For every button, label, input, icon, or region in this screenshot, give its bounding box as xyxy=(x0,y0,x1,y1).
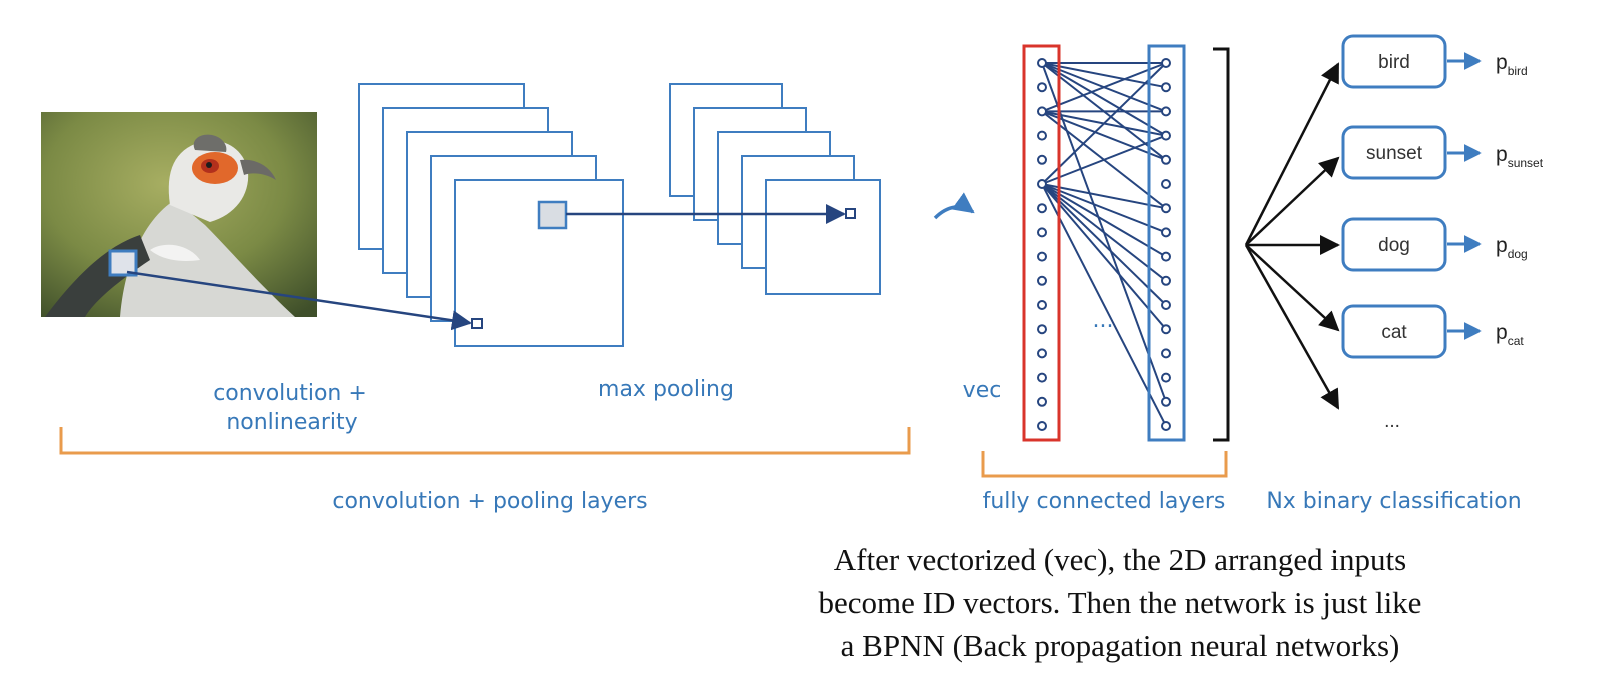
neuron-node xyxy=(1037,82,1047,93)
receptive-field-box xyxy=(108,249,138,277)
fc-bracket xyxy=(981,451,1228,478)
fc-connection-line xyxy=(1041,183,1167,330)
conv-label-line1: convolution + xyxy=(213,381,367,406)
neuron-node xyxy=(1161,106,1171,117)
neuron-node xyxy=(1037,251,1047,262)
neuron-node xyxy=(1037,203,1047,214)
fc-connection-line xyxy=(1041,183,1167,234)
neuron-node xyxy=(1037,348,1047,359)
neuron-node xyxy=(1161,300,1171,310)
prob-sunset: psunset xyxy=(1496,143,1544,170)
vec-layer-box xyxy=(1022,44,1061,442)
prob-dog: pdog xyxy=(1496,234,1528,261)
fc-connection-line xyxy=(1041,183,1167,306)
probability-arrows xyxy=(1447,52,1482,340)
neuron-node xyxy=(1161,203,1171,214)
fc-connection-line xyxy=(1041,183,1167,282)
caption-line1: After vectorized (vec), the 2D arranged … xyxy=(834,542,1406,577)
neuron-node xyxy=(1161,324,1171,335)
hidden-neurons xyxy=(1161,58,1171,431)
fc-connection-line xyxy=(1041,62,1167,185)
fc-connection-line xyxy=(1041,62,1167,113)
fc-connection-line xyxy=(1041,62,1167,89)
vec-label: vec xyxy=(963,378,1002,403)
fc-connection-line xyxy=(1041,183,1167,258)
caption-line2: become ID vectors. Then the network is j… xyxy=(819,585,1422,620)
neuron-node xyxy=(1037,58,1047,68)
fc-connection-line xyxy=(1041,62,1167,137)
neuron-node xyxy=(1037,106,1047,117)
caption-line3: a BPNN (Back propagation neural networks… xyxy=(841,628,1400,663)
hidden-ellipsis: ... xyxy=(1093,308,1114,333)
class-ellipsis: ... xyxy=(1384,411,1400,432)
neuron-node xyxy=(1161,58,1171,68)
vec-neurons xyxy=(1037,58,1047,431)
curved-arrow-icon xyxy=(933,192,975,220)
conv-arrow xyxy=(126,270,472,331)
class-label-sunset: sunset xyxy=(1366,143,1423,164)
prob-bird: pbird xyxy=(1496,51,1528,78)
neuron-node xyxy=(1037,324,1047,335)
class-box-sunset: sunset xyxy=(1341,125,1447,180)
conv-pool-layers-label: convolution + pooling layers xyxy=(332,489,647,514)
output-bracket xyxy=(1213,47,1230,442)
class-label-dog: dog xyxy=(1378,235,1410,256)
fully-connected-label: fully connected layers xyxy=(983,489,1226,514)
conv-output-cell xyxy=(471,318,483,329)
neuron-node xyxy=(1037,421,1047,431)
classification-arrows xyxy=(1244,62,1340,410)
neuron-node xyxy=(1161,130,1171,141)
neuron-node xyxy=(1037,372,1047,383)
neuron-node xyxy=(1037,179,1047,189)
neuron-node xyxy=(1037,300,1047,310)
neuron-node xyxy=(1161,82,1171,93)
neuron-node xyxy=(1161,227,1171,238)
neuron-node xyxy=(1161,396,1171,407)
neuron-node xyxy=(1161,251,1171,262)
fc-connection-line xyxy=(1041,183,1167,427)
neuron-node xyxy=(1161,275,1171,286)
fc-connection-line xyxy=(1041,134,1167,185)
neuron-node xyxy=(1161,179,1171,189)
class-box-bird: bird xyxy=(1341,34,1447,89)
neuron-node xyxy=(1037,396,1047,407)
hidden-layer-box xyxy=(1147,44,1186,442)
neuron-node xyxy=(1161,421,1171,431)
neuron-node xyxy=(1161,348,1171,359)
prob-cat: pcat xyxy=(1496,321,1524,348)
bird-photo-icon xyxy=(41,112,317,317)
class-box-dog: dog xyxy=(1341,217,1447,272)
conv-pool-bracket xyxy=(59,427,911,455)
conv-label-line2: nonlinearity xyxy=(226,410,357,435)
pooled-feature-maps xyxy=(669,83,881,295)
fc-connection-line xyxy=(1041,183,1167,210)
binary-classification-label: Nx binary classification xyxy=(1266,489,1521,514)
neuron-node xyxy=(1037,227,1047,238)
class-label-cat: cat xyxy=(1381,322,1407,343)
neuron-node xyxy=(1161,372,1171,383)
max-pooling-label: max pooling xyxy=(598,377,734,402)
neuron-node xyxy=(1037,275,1047,286)
neuron-node xyxy=(1161,154,1171,165)
fc-connections xyxy=(1041,62,1167,427)
neuron-node xyxy=(1037,130,1047,141)
fc-connection-line xyxy=(1041,110,1167,161)
pooling-window-box xyxy=(537,200,568,230)
class-box-cat: cat xyxy=(1341,304,1447,359)
pooled-output-cell xyxy=(845,208,856,219)
class-label-bird: bird xyxy=(1378,52,1410,73)
neuron-node xyxy=(1037,154,1047,165)
